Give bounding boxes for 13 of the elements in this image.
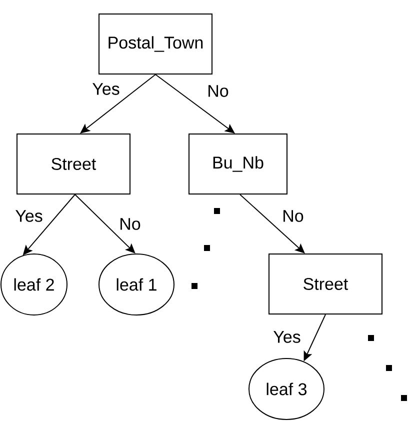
decision-box: Bu_Nb xyxy=(188,134,288,194)
arrow xyxy=(80,74,156,134)
arrow xyxy=(74,194,136,254)
edge-label: No xyxy=(206,84,230,98)
decision-box: Street xyxy=(16,134,130,194)
edge-label: No xyxy=(118,217,142,231)
edge-label: Yes xyxy=(91,82,121,96)
decision-box: Street xyxy=(268,254,382,314)
arrow xyxy=(240,194,305,254)
edge-label: No xyxy=(281,209,305,223)
edge-label: Yes xyxy=(14,209,44,223)
decision-box: Postal_Town xyxy=(98,14,212,74)
edge-label: Yes xyxy=(272,330,302,344)
